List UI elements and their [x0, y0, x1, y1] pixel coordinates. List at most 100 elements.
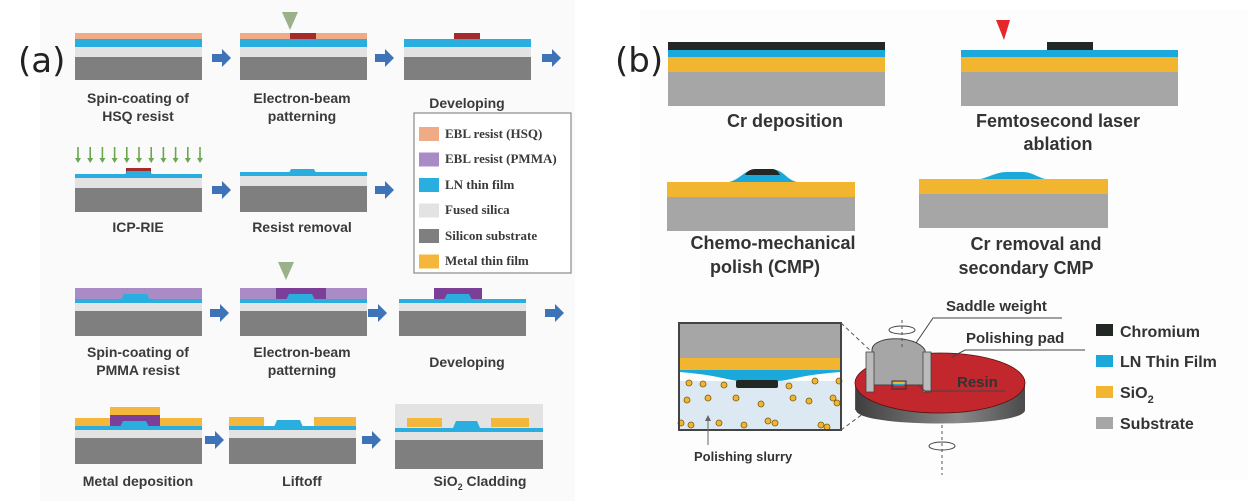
exposed-resist	[454, 33, 480, 39]
polishing-slurry-label: Polishing slurry	[694, 449, 793, 464]
sio2-layer	[668, 57, 885, 72]
panel-b-process-steps	[667, 20, 1178, 475]
slurry-particle	[829, 394, 837, 402]
slurry-particle	[805, 397, 813, 405]
legend-swatch	[1096, 355, 1113, 367]
step-caption: Liftoff	[282, 473, 322, 489]
silicon-layer	[75, 438, 202, 464]
panel-a-captions: Spin-coating of HSQ resist Electron-beam…	[83, 90, 527, 492]
slurry-pointer-head	[705, 415, 711, 421]
etch-arrowhead-icon	[160, 158, 167, 163]
step-caption: Cr deposition	[727, 111, 843, 131]
etch-arrowhead-icon	[111, 158, 118, 163]
step-caption-sio2-cladding: SiO2 Cladding	[434, 473, 527, 492]
ln-ridge	[453, 421, 480, 428]
ln-ridge	[286, 294, 315, 300]
rotation-arrow-icon	[888, 325, 916, 335]
ln-layer	[75, 39, 202, 47]
legend-label-sio2: SiO2	[1120, 385, 1154, 406]
legend-label-substrate: Substrate	[1120, 416, 1194, 433]
slurry-particle	[715, 419, 723, 427]
ln-ridge	[444, 294, 472, 300]
slurry-particle	[789, 394, 797, 402]
sample-sio2	[894, 382, 904, 384]
silicon-layer	[395, 440, 543, 469]
step-caption: secondary CMP	[958, 258, 1093, 278]
metal-layer	[160, 418, 202, 427]
ln-layer	[75, 299, 202, 303]
silica-layer	[75, 47, 202, 57]
ln-layer	[75, 426, 202, 430]
ln-layer	[961, 50, 1178, 57]
silicon-layer	[75, 188, 202, 212]
ln-ridge	[120, 421, 149, 427]
legend-swatch	[1096, 324, 1113, 336]
silicon-layer	[404, 57, 531, 80]
metal-pad	[314, 417, 356, 426]
legend-swatch	[419, 127, 439, 141]
process-arrow-icon	[210, 304, 229, 322]
legend-swatch	[419, 229, 439, 243]
step-cr-deposition	[668, 42, 885, 106]
step-caption: Cr removal and	[970, 234, 1101, 254]
legend-swatch	[419, 254, 439, 269]
legend-label-hsq: EBL resist (HSQ)	[445, 126, 542, 141]
slurry-particle	[764, 417, 772, 425]
metal-pad	[407, 418, 442, 427]
sample-ln	[894, 384, 904, 386]
electron-beam-icon	[278, 262, 294, 280]
ln-layer	[240, 39, 367, 47]
panel-b-captions: Cr deposition Femtosecond laser ablation…	[690, 111, 1140, 278]
slurry-particle	[817, 421, 825, 429]
silica-layer	[229, 430, 356, 438]
process-arrow-icon	[212, 181, 231, 199]
ln-layer	[395, 428, 543, 432]
process-arrow-icon	[375, 181, 394, 199]
legend-frame	[413, 112, 572, 274]
silica-layer	[75, 430, 202, 438]
step-caption: Femtosecond laser	[976, 111, 1140, 131]
step-caption: ablation	[1023, 134, 1092, 154]
saddle-weight-label: Saddle weight	[946, 298, 1047, 315]
ln-layer	[240, 299, 367, 303]
inset-frame	[678, 322, 842, 431]
silicon-layer	[75, 57, 202, 80]
silica-layer	[404, 47, 531, 57]
step-developing-pmma	[399, 288, 526, 336]
ln-layer	[399, 299, 526, 303]
step-caption: patterning	[268, 362, 336, 378]
silica-layer	[240, 47, 367, 57]
step-caption: Electron-beam	[253, 344, 350, 360]
legend-label-silicon: Silicon substrate	[445, 228, 537, 243]
exposed-resist	[290, 33, 316, 39]
ln-ridge	[121, 294, 150, 300]
step-ebeam-pmma	[240, 262, 367, 336]
apparatus-labels: Saddle weight Polishing pad Resin Polish…	[694, 298, 1064, 464]
sio2-layer	[919, 179, 1108, 194]
ln-layer	[229, 426, 356, 430]
metal-on-resist	[110, 407, 160, 415]
slurry-particle	[720, 381, 728, 389]
step-caption: HSQ resist	[102, 108, 174, 124]
silicon-layer	[240, 311, 367, 336]
silica-layer	[75, 178, 202, 188]
step-caption: Resist removal	[252, 219, 352, 235]
panel-b-label: (b)	[615, 41, 663, 81]
etch-arrowhead-icon	[172, 158, 179, 163]
panel-b-legend: Chromium LN Thin Film SiO2 Substrate	[1096, 324, 1217, 433]
silica-layer	[240, 303, 367, 311]
sample-marker	[891, 380, 907, 390]
step-metal-deposition	[75, 407, 202, 464]
step-sio2-cladding	[395, 404, 543, 469]
slurry-particle	[683, 396, 691, 404]
step-ebeam-hsq	[240, 12, 367, 80]
metal-layer	[75, 418, 110, 427]
slurry-particle	[811, 377, 819, 385]
metal-pad	[491, 418, 529, 427]
step-caption: Metal deposition	[83, 473, 193, 489]
step-fs-laser-ablation	[961, 20, 1178, 106]
saddle-leg	[865, 351, 875, 393]
step-caption: Spin-coating of	[87, 344, 189, 360]
silica-layer	[240, 176, 367, 186]
